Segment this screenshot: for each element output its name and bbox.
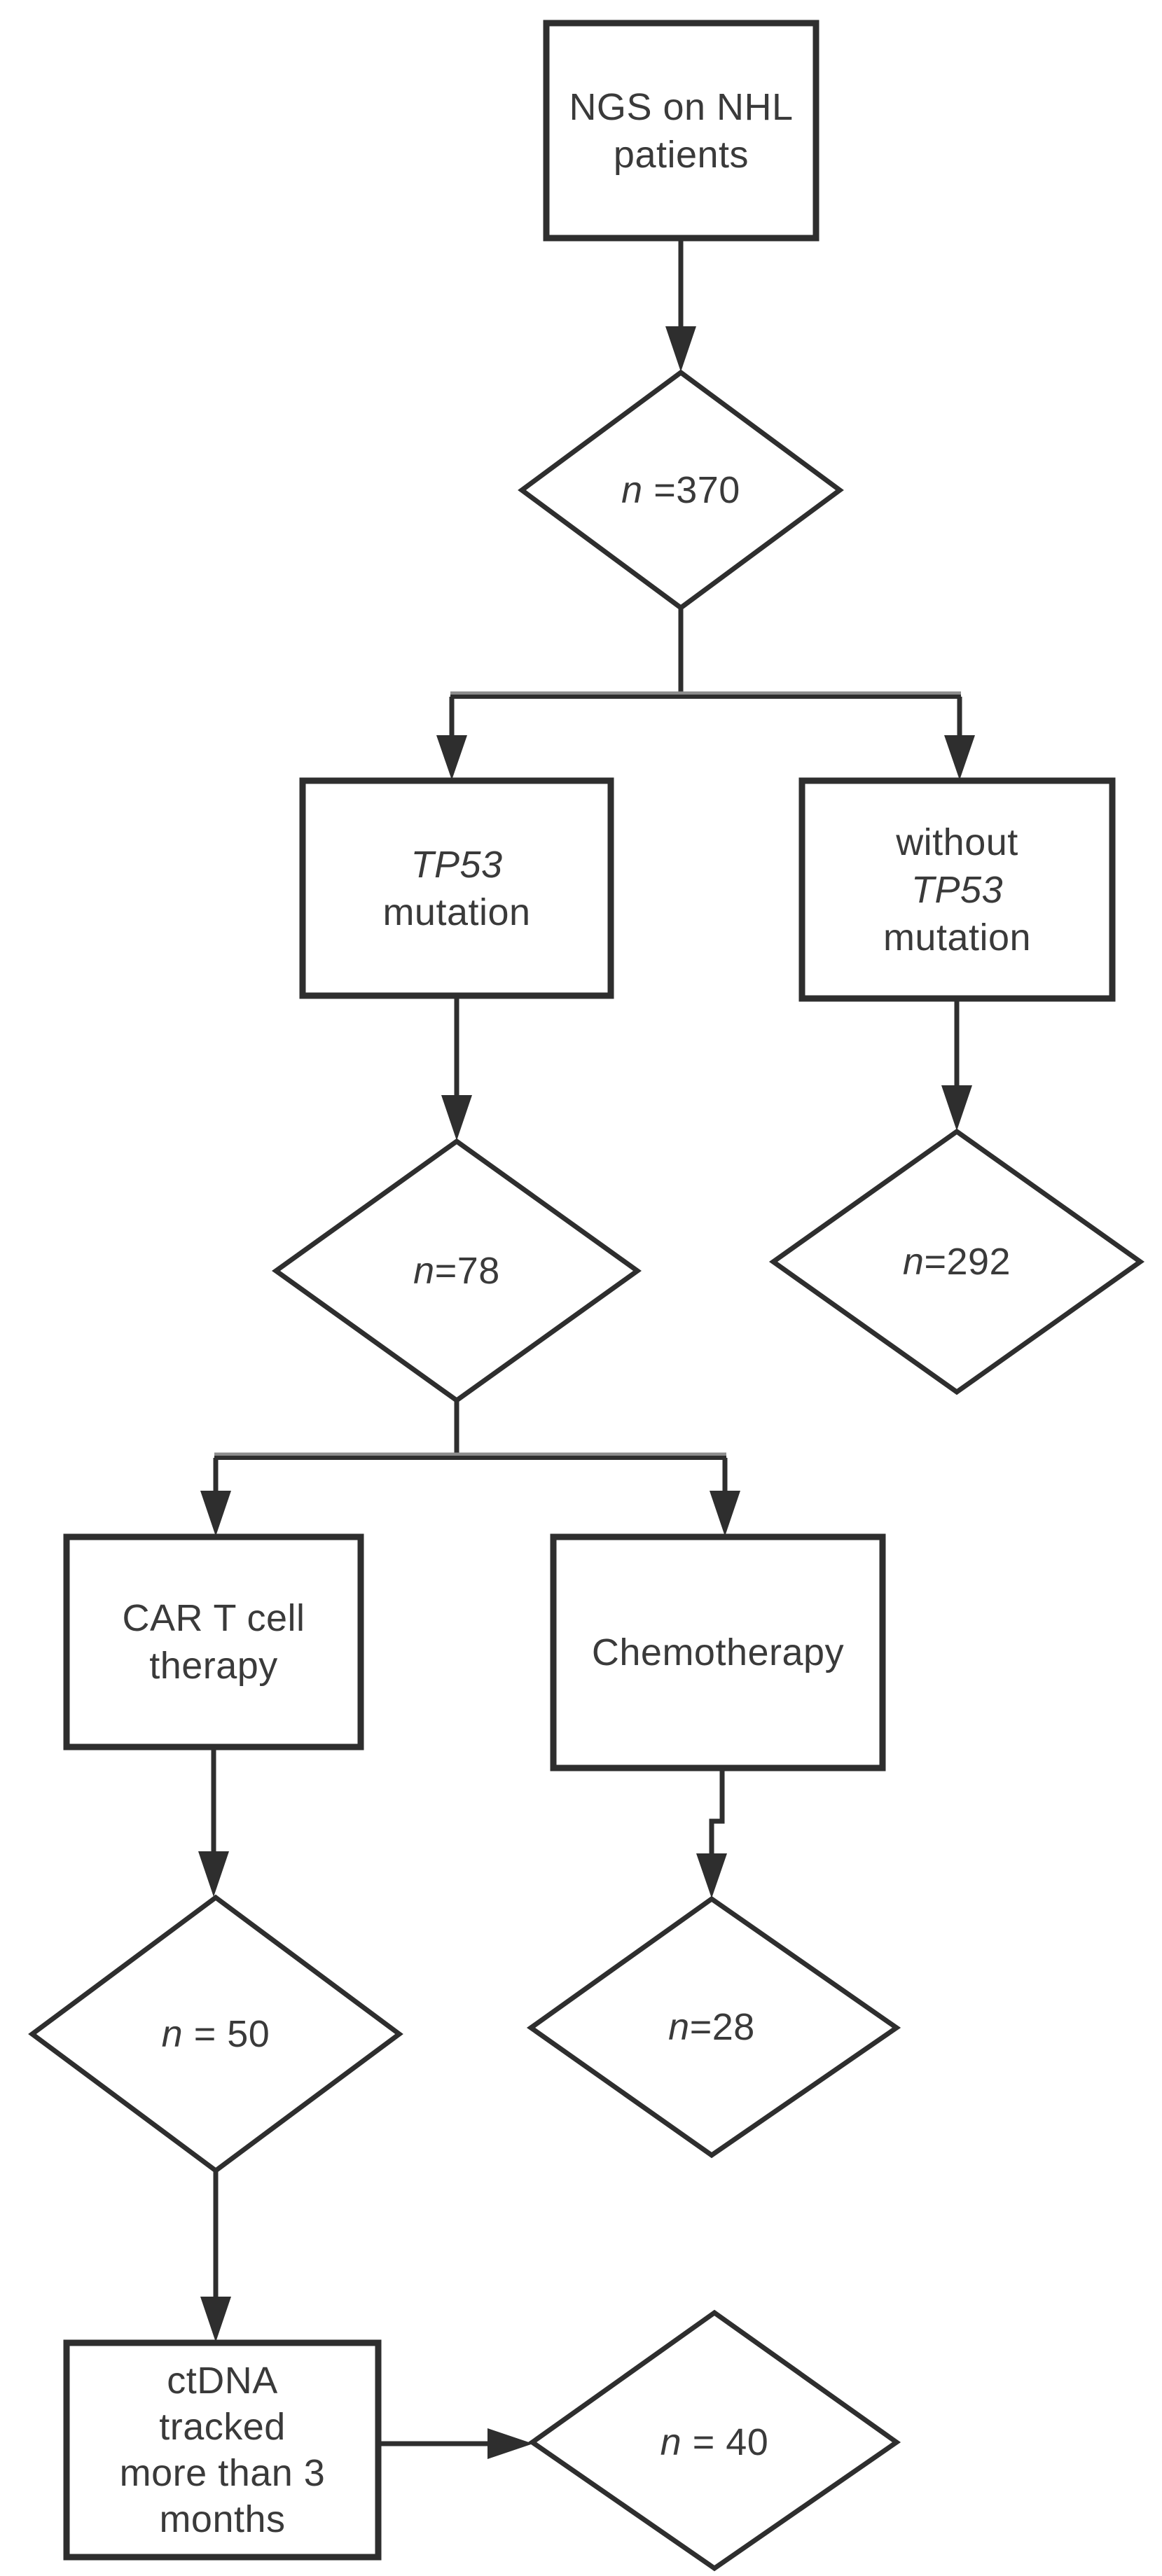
arrow-line-chemo-to-n28 <box>709 1768 725 1855</box>
label-n28-diamond: n=28 <box>572 1992 852 2062</box>
arrowhead-icon-tp53-to-n78 <box>441 1095 472 1141</box>
tp53-line1: TP53 <box>410 843 503 886</box>
arrowhead-icon-split-to-chemo <box>710 1491 740 1536</box>
ngs-line1: NGS on NHL <box>569 85 794 128</box>
n40-value: = 40 <box>682 2421 769 2463</box>
without-tp53-line3: mutation <box>883 916 1032 959</box>
n50-value: = 50 <box>183 2013 270 2055</box>
arrowhead-icon-ctdna-to-n40 <box>487 2428 533 2459</box>
n40-var: n <box>660 2421 682 2463</box>
chemo-line1: Chemotherapy <box>591 1631 845 1673</box>
process-box-ngs <box>543 20 819 242</box>
label-chemo-box: Chemotherapy <box>553 1537 883 1768</box>
ngs-line2: patients <box>613 133 749 176</box>
label-n370-diamond: n =370 <box>541 455 821 525</box>
ctdna-line3: more than 3 <box>119 2452 326 2494</box>
cart-line2: therapy <box>149 1645 278 1687</box>
ctdna-line4: months <box>159 2498 286 2540</box>
arrowhead-icon-chemo-to-n28 <box>696 1853 727 1898</box>
decision-diamond-n28 <box>526 1895 901 2159</box>
without-tp53-line2: TP53 <box>911 868 1004 911</box>
arrowhead-icon-n50-to-ctdna <box>200 2297 231 2342</box>
tp53-line2: mutation <box>382 891 531 933</box>
n28-value: =28 <box>689 2006 755 2048</box>
n370-var: n <box>621 469 643 511</box>
label-n50-diamond: n = 50 <box>76 1999 356 2069</box>
n292-value: =292 <box>924 1241 1011 1283</box>
n50-var: n <box>161 2013 184 2055</box>
arrowhead-icon-split-to-cart <box>200 1491 231 1536</box>
n28-var: n <box>668 2006 690 2048</box>
without-tp53-line1: without <box>896 821 1018 863</box>
ctdna-line1: ctDNA <box>167 2360 278 2402</box>
process-box-car-t-therapy <box>63 1533 364 1750</box>
decision-diamond-n292 <box>768 1128 1145 1395</box>
label-cart-box: CAR T cell therapy <box>67 1537 361 1747</box>
n370-value: =370 <box>642 469 740 511</box>
label-n292-diamond: n=292 <box>817 1227 1097 1297</box>
ctdna-line2: tracked <box>159 2406 286 2448</box>
process-box-ctdna-tracked <box>63 2339 382 2561</box>
label-tp53-box: TP53 mutation <box>303 781 611 996</box>
arrowhead-icon-cart-to-n50 <box>198 1851 229 1897</box>
label-ngs-box: NGS on NHL patients <box>546 23 816 238</box>
arrowhead-icon-split-to-without-tp53 <box>944 735 975 780</box>
n78-var: n <box>413 1250 435 1292</box>
label-ctdna-box: ctDNA tracked more than 3 months <box>67 2343 378 2557</box>
process-box-chemotherapy <box>550 1533 886 1771</box>
process-box-tp53-mutation <box>299 777 614 999</box>
label-n40-diamond: n = 40 <box>574 2407 855 2477</box>
arrowhead-icon-without-tp53-to-n292 <box>941 1085 972 1131</box>
decision-diamond-n40 <box>527 2309 901 2572</box>
n78-value: =78 <box>434 1250 500 1292</box>
cart-line1: CAR T cell <box>122 1597 305 1639</box>
arrowhead-icon-split-to-tp53 <box>436 735 467 780</box>
label-n78-diamond: n=78 <box>317 1236 597 1306</box>
label-without-tp53-box: without TP53 mutation <box>802 781 1112 998</box>
n292-var: n <box>902 1241 925 1283</box>
arrowhead-icon-ngs-to-n370 <box>665 326 696 372</box>
